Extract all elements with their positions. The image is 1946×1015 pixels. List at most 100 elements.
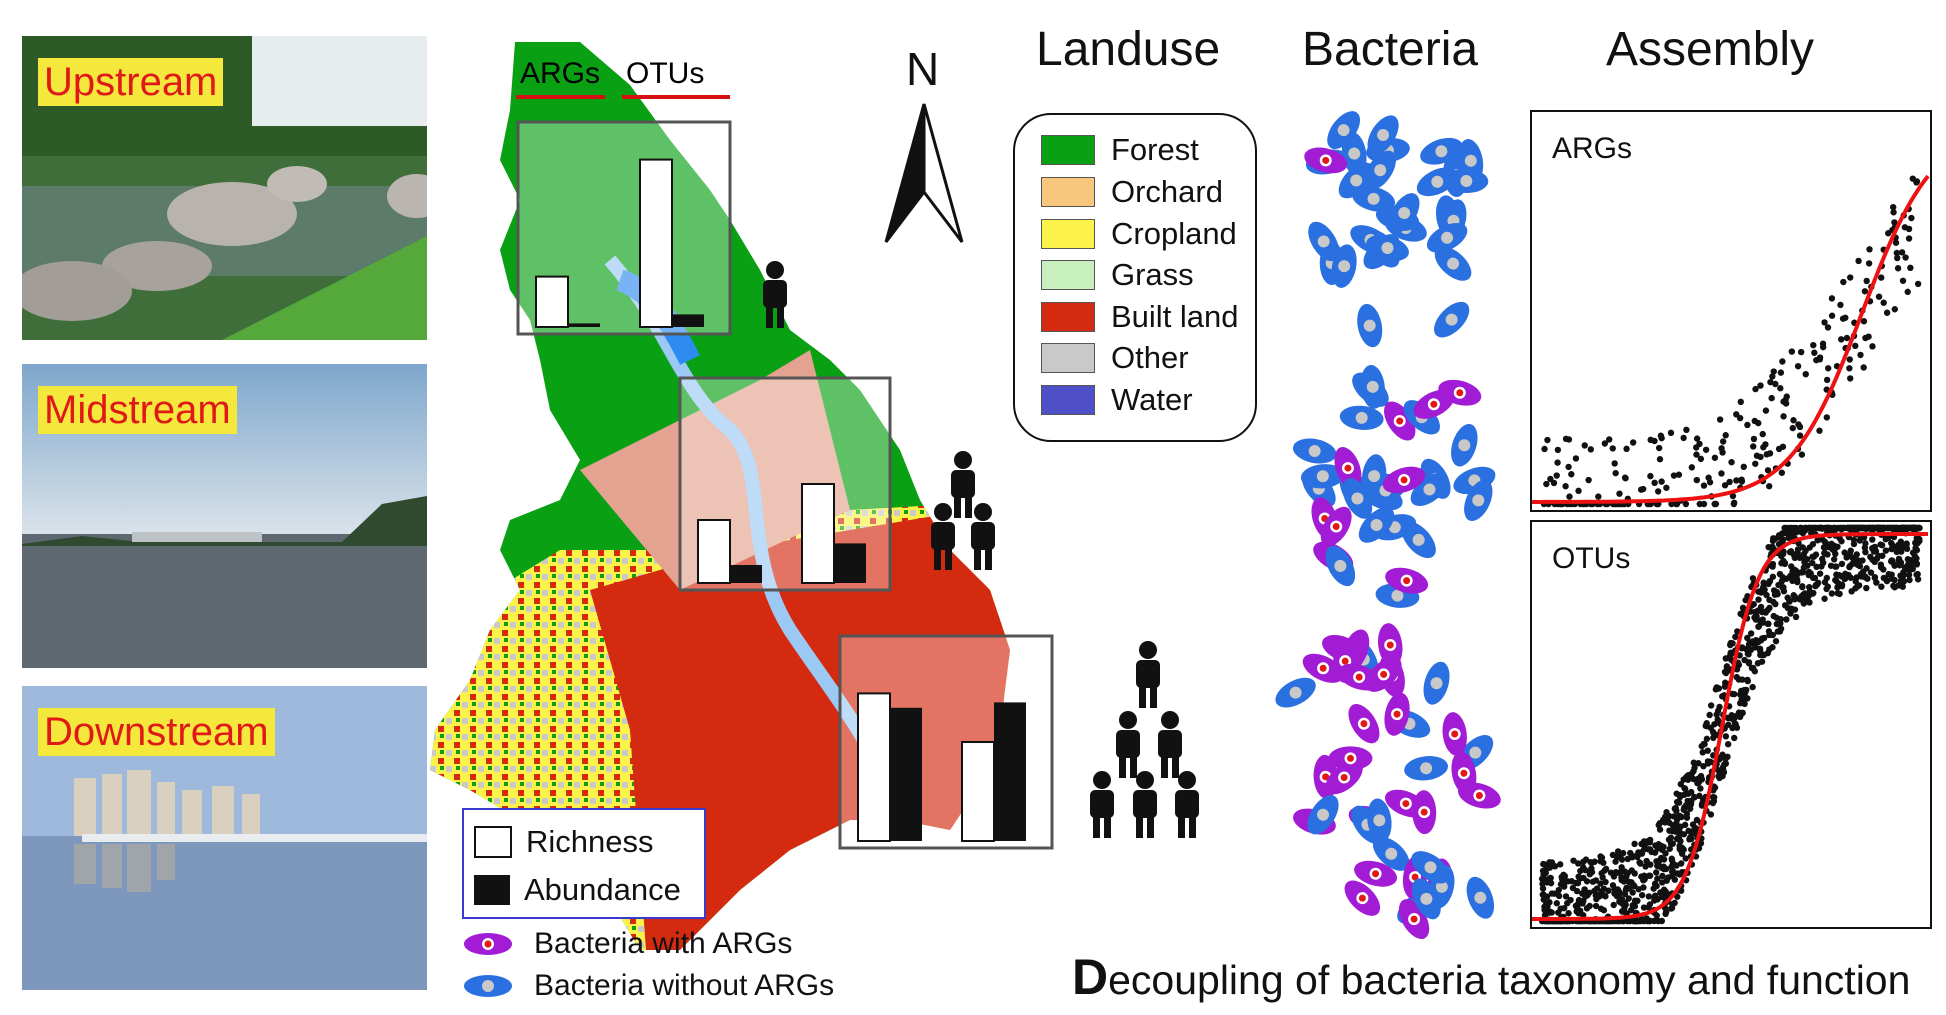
scatter-point [1733, 666, 1741, 673]
scatter-point [1624, 917, 1631, 925]
bacterium-without-args [1308, 221, 1340, 262]
bacterium-without-args [1338, 162, 1374, 199]
scatter-point [1612, 858, 1619, 865]
scatter-point [1737, 398, 1744, 406]
scatter-point [1894, 254, 1901, 262]
scatter-point [1828, 540, 1835, 548]
scatter-point [1697, 455, 1705, 463]
otus-assembly-panel: OTUs [1530, 520, 1932, 929]
scatter-point [1846, 356, 1853, 363]
scatter-point [1790, 417, 1797, 424]
scatter-point [1554, 459, 1561, 466]
upstream-args-abundance-bar [568, 323, 600, 327]
scatter-point [1733, 477, 1740, 484]
scatter-point [1766, 578, 1773, 585]
scatter-point [1611, 460, 1618, 467]
downstream-otus-abundance-bar [994, 702, 1026, 841]
scatter-point [1869, 556, 1876, 563]
footer-title: Decoupling of bacteria taxonomy and func… [1072, 948, 1910, 1006]
args-assembly-panel: ARGs [1530, 110, 1932, 512]
scatter-point [1906, 576, 1913, 584]
scatter-point [1752, 385, 1759, 393]
scatter-point [1544, 436, 1551, 444]
scatter-point [1645, 872, 1653, 879]
scatter-point [1758, 586, 1766, 593]
scatter-point [1752, 460, 1759, 467]
scatter-point [1853, 524, 1860, 532]
map-args-tab: ARGs [520, 57, 600, 90]
built-land-swatch [1041, 302, 1095, 332]
scatter-point [1841, 549, 1848, 556]
scatter-point [1846, 365, 1853, 372]
scatter-point [1765, 620, 1772, 628]
landuse-legend: Forest Orchard Cropland Grass Built land… [1013, 113, 1257, 442]
midstream-args-abundance-bar [730, 565, 762, 583]
scatter-point [1585, 476, 1592, 484]
scatter-point [1846, 563, 1853, 571]
scatter-point [1749, 638, 1756, 645]
scatter-point [1777, 369, 1785, 376]
downstream-args-abundance-bar [890, 707, 922, 841]
scatter-point [1609, 445, 1616, 452]
scatter-point [1744, 677, 1751, 685]
scatter-point [1686, 805, 1694, 812]
args-panel-label: ARGs [1552, 132, 1633, 165]
scatter-point [1749, 683, 1756, 691]
scatter-point [1681, 821, 1689, 829]
scatter-point [1597, 880, 1604, 887]
scatter-point [1726, 478, 1733, 486]
scatter-point [1719, 766, 1727, 773]
scatter-point [1861, 573, 1869, 580]
legend-cropland: Cropland [1111, 216, 1237, 251]
scatter-point [1662, 850, 1669, 857]
scatter-point [1680, 831, 1688, 838]
scatter-point [1893, 548, 1900, 556]
scatter-point [1899, 583, 1906, 590]
scatter-point [1834, 584, 1841, 591]
legend-forest: Forest [1111, 132, 1199, 167]
bacterium-without-args [1339, 405, 1384, 430]
scatter-point [1703, 735, 1711, 743]
scatter-point [1666, 836, 1673, 844]
scatter-point [1749, 664, 1757, 672]
scatter-point [1729, 492, 1737, 500]
scatter-point [1854, 583, 1861, 590]
scatter-point [1574, 879, 1582, 887]
bacterium-with-args [1385, 567, 1429, 594]
scatter-point [1729, 716, 1737, 723]
scatter-point [1766, 604, 1773, 612]
scatter-point [1697, 785, 1704, 792]
scatter-point [1694, 775, 1702, 782]
scatter-point [1847, 375, 1854, 382]
scatter-point [1840, 278, 1847, 286]
scatter-point [1722, 432, 1729, 439]
scatter-point [1913, 179, 1920, 186]
legend-abundance: Abundance [524, 872, 681, 907]
scatter-point [1780, 413, 1787, 420]
scatter-point [1585, 889, 1593, 896]
scatter-point [1722, 755, 1729, 762]
bacterium-with-args [1344, 880, 1381, 916]
scatter-point [1700, 500, 1708, 508]
scatter-point [1832, 550, 1839, 558]
scatter-point [1555, 892, 1563, 900]
scatter-point [1770, 368, 1777, 375]
scatter-point [1562, 878, 1569, 885]
scatter-point [1663, 877, 1670, 884]
scatter-point [1914, 576, 1922, 583]
scatter-point [1663, 908, 1670, 916]
scatter-point [1848, 588, 1855, 595]
scatter-point [1812, 551, 1820, 558]
scatter-point [1651, 479, 1658, 487]
bacterium-without-args [1292, 438, 1337, 464]
bacterium-without-args [1411, 851, 1450, 884]
scatter-point [1683, 814, 1691, 821]
scatter-point [1613, 892, 1621, 900]
scatter-point [1759, 616, 1766, 623]
legend-grass: Grass [1111, 257, 1194, 292]
scatter-point [1820, 559, 1827, 567]
bacterium-without-args [1325, 545, 1356, 587]
scatter-point [1789, 424, 1796, 432]
scatter-point [1753, 452, 1761, 459]
scatter-point [1744, 634, 1751, 642]
